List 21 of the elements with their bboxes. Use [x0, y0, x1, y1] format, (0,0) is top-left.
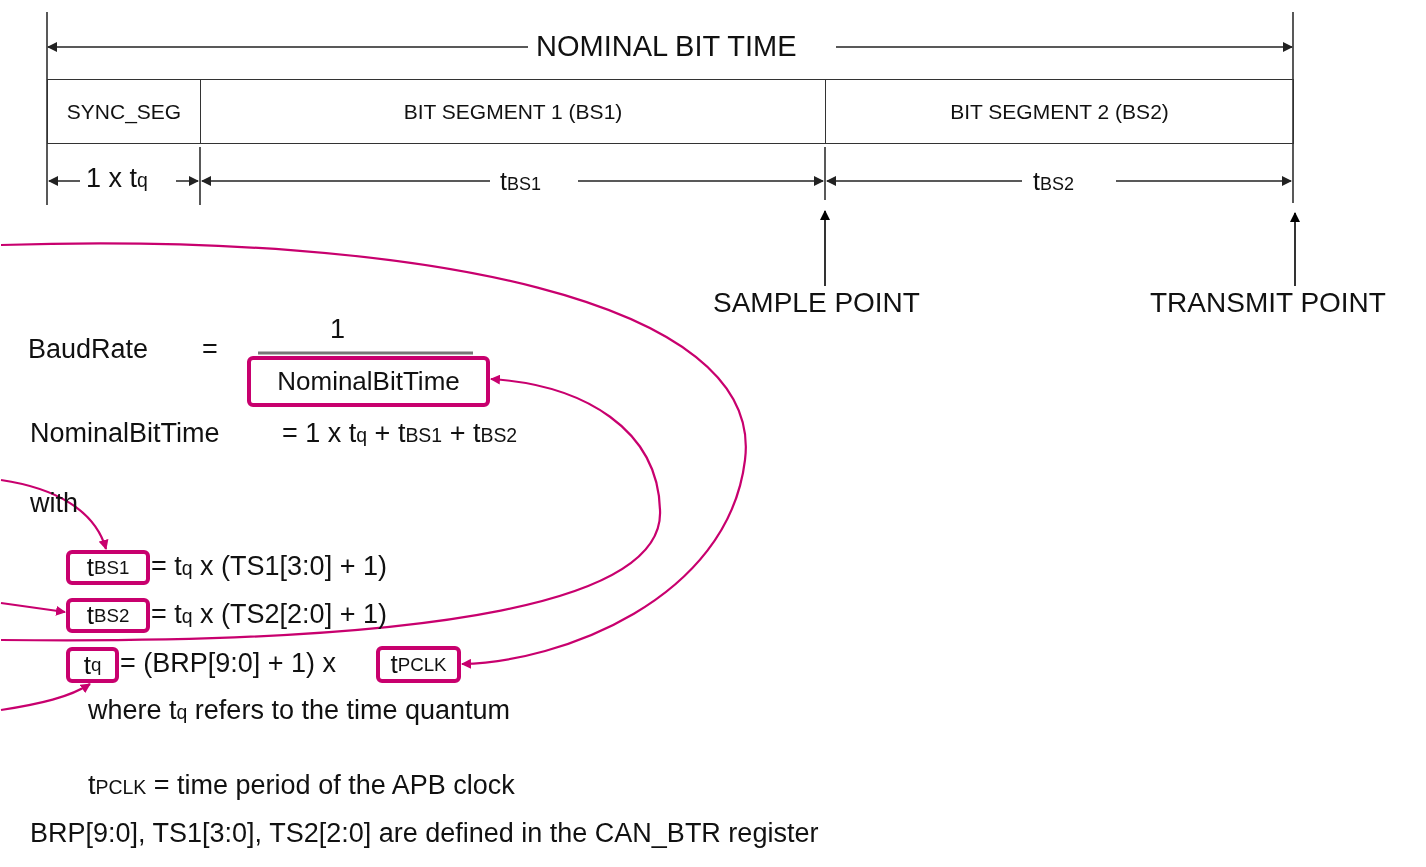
- annotation-arrow: [1, 242, 747, 669]
- segment-cell: BIT SEGMENT 2 (BS2): [825, 79, 1294, 144]
- annotation-arrow: [1, 374, 662, 642]
- dimension-label: NOMINAL BIT TIME: [536, 30, 797, 64]
- note-text: BRP[9:0], TS1[3:0], TS2[2:0] are defined in the CAN_BTR register: [30, 818, 819, 850]
- highlight-box: NominalBitTime: [247, 356, 490, 407]
- formula-text: 1: [330, 314, 346, 346]
- formula-text: =: [202, 334, 218, 366]
- formula-text: NominalBitTime: [30, 418, 220, 450]
- annotation-arrow: [0, 478, 108, 550]
- pointer-arrow: [820, 210, 830, 287]
- annotation-arrow: [0, 601, 66, 616]
- formula-text: BaudRate: [28, 334, 149, 366]
- annotation-arrow: [0, 683, 91, 712]
- point-label: TRANSMIT POINT: [1150, 287, 1386, 320]
- pointer-arrow: [1290, 212, 1300, 287]
- formula-text: = (BRP[9:0] + 1) x: [120, 648, 337, 680]
- segment-cell: BIT SEGMENT 1 (BS1): [200, 79, 826, 144]
- point-label: SAMPLE POINT: [713, 287, 920, 320]
- segment-cell: SYNC_SEG: [47, 79, 201, 144]
- formula-text: with: [30, 488, 78, 520]
